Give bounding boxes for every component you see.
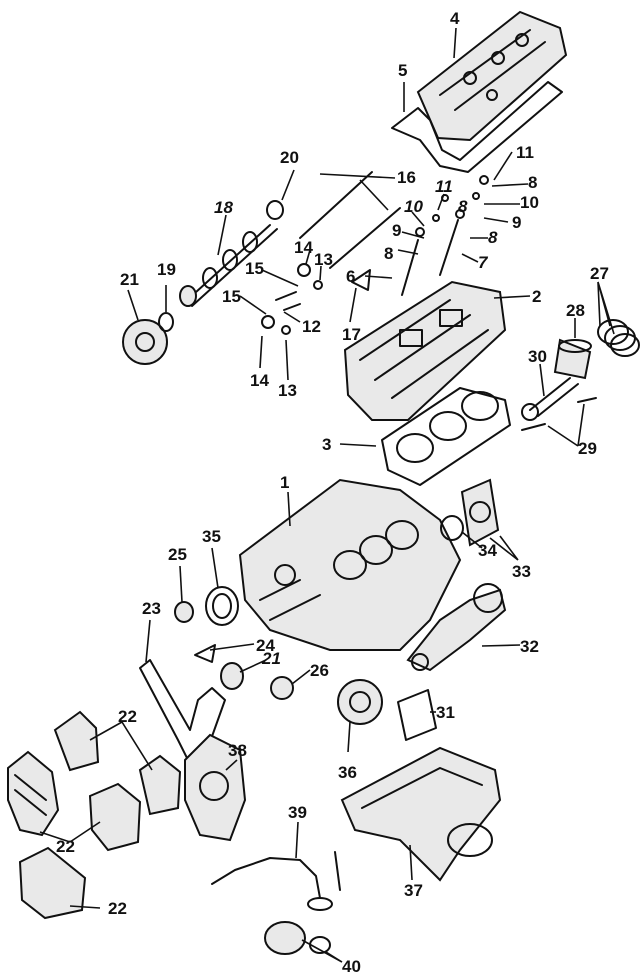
callout-9-right: 9: [512, 213, 521, 232]
callout-19: 19: [157, 260, 176, 279]
callout-6: 6: [346, 267, 355, 286]
callout-7: 7: [478, 253, 489, 272]
oil-pickup-tube: [211, 851, 341, 911]
oil-pump: [184, 733, 247, 842]
oil-filter-adapter: [264, 921, 331, 955]
front-cover-seal: [205, 586, 239, 626]
engine-block: [238, 478, 462, 651]
callout-36: 36: [338, 763, 357, 782]
callout-32: 32: [520, 637, 539, 656]
callout-14-upper: 14: [294, 238, 313, 257]
callout-11-right: 11: [516, 143, 534, 162]
callout-20: 20: [280, 148, 299, 167]
callout-13-upper: 13: [314, 250, 333, 269]
pulley-26: [270, 676, 294, 700]
callout-26: 26: [310, 661, 329, 680]
callout-8-left: 8: [384, 244, 393, 263]
callout-5: 5: [398, 61, 407, 80]
callout-22-upper: 22: [118, 707, 137, 726]
callout-25: 25: [168, 545, 187, 564]
callout-labels: 4 5 20 18 21 19 16 11 11 8 8 10 10 9 9 8…: [56, 9, 609, 975]
callout-34: 34: [478, 541, 497, 560]
callout-38: 38: [228, 741, 247, 760]
crankshaft-gear: [220, 662, 244, 690]
callout-4: 4: [450, 9, 460, 28]
rocker-shaft: [299, 171, 401, 269]
rod-bearings: [521, 397, 597, 431]
head-gasket: [381, 387, 511, 486]
timing-cover-right: [138, 754, 182, 816]
callout-16: 16: [397, 168, 416, 187]
callout-15-lower: 15: [222, 287, 241, 306]
camshaft-gear-upper: [122, 319, 168, 365]
timing-cover-center: [88, 782, 142, 852]
callout-3: 3: [322, 435, 331, 454]
piston: [553, 338, 592, 380]
cylinder-head: [343, 280, 507, 421]
callout-33: 33: [512, 562, 531, 581]
timing-cover-lower: [18, 846, 87, 920]
timing-cover-left: [7, 750, 60, 837]
callout-28: 28: [566, 301, 585, 320]
callout-2: 2: [532, 287, 541, 306]
callout-40: 40: [342, 957, 361, 975]
callout-8-mid: 8: [458, 197, 468, 216]
callout-30: 30: [528, 347, 547, 366]
callout-37: 37: [404, 881, 423, 900]
callout-39: 39: [288, 803, 307, 822]
camshaft-bearing-20: [266, 200, 284, 220]
idler-25: [174, 601, 194, 623]
piston-rings: [597, 319, 640, 357]
callout-10-left: 10: [404, 197, 423, 216]
callout-8-right2: 8: [488, 228, 498, 247]
callout-21-upper: 21: [120, 270, 139, 289]
callout-24: 24: [256, 636, 275, 655]
valve-cover-gasket: [391, 81, 563, 173]
callout-35: 35: [202, 527, 221, 546]
callout-13-lower: 13: [278, 381, 297, 400]
callout-8-right: 8: [528, 173, 537, 192]
callout-29: 29: [578, 439, 597, 458]
callout-1: 1: [280, 473, 289, 492]
callout-22-lower: 22: [108, 899, 127, 918]
callout-18: 18: [214, 198, 233, 217]
callout-10-right: 10: [520, 193, 539, 212]
callout-15-upper: 15: [245, 259, 264, 278]
callout-9-left: 9: [392, 221, 401, 240]
leader-lines: [39, 27, 615, 963]
valve-assembly: [401, 175, 489, 296]
harmonic-balancer: [337, 679, 383, 725]
connecting-rod: [521, 377, 579, 421]
camshaft: [179, 224, 278, 307]
timing-belt: [139, 659, 226, 769]
valve-cover: [416, 10, 568, 142]
tensioner-24: [194, 644, 216, 663]
crankshaft: [406, 583, 507, 672]
callout-31: 31: [436, 703, 455, 722]
callout-17: 17: [342, 325, 361, 344]
lifter-components: [261, 263, 323, 335]
part-17: [351, 269, 371, 291]
callout-14-lower: 14: [250, 371, 269, 390]
gasket-31: [397, 689, 437, 741]
oil-pan: [340, 746, 502, 882]
rear-main-seal: [440, 515, 464, 541]
callout-27: 27: [590, 264, 609, 283]
timing-cover-upper: [53, 710, 100, 772]
callout-23: 23: [142, 599, 161, 618]
camshaft-seal: [158, 312, 174, 332]
callout-22-middle: 22: [56, 837, 75, 856]
callout-21-lower: 21: [261, 649, 281, 668]
callout-11-left: 11: [435, 177, 453, 196]
callout-12: 12: [302, 317, 321, 336]
rear-seal-retainer: [460, 478, 500, 547]
